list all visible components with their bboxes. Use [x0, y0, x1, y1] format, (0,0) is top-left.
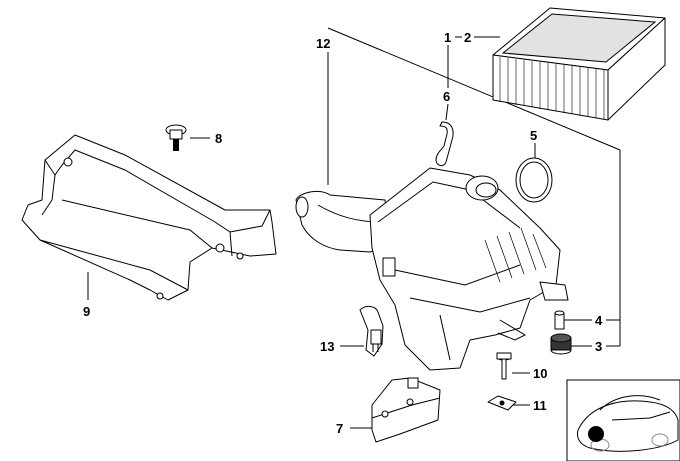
callout-4: 4	[595, 313, 603, 328]
temperature-sensor	[359, 305, 384, 357]
callout-12: 12	[316, 36, 330, 51]
location-marker	[588, 426, 604, 442]
clip-nut	[487, 395, 517, 411]
grommet	[554, 310, 565, 330]
callout-10: 10	[533, 366, 547, 381]
air-filter-element	[492, 7, 666, 121]
hose-clip	[435, 121, 454, 167]
screw	[496, 352, 512, 380]
callout-9: 9	[83, 304, 90, 319]
expanding-rivet	[165, 124, 187, 151]
callout-labels: 1 2 3 4 5 6 7 8 9 10 11 12 13	[83, 30, 603, 436]
mounting-bracket	[371, 377, 441, 443]
callout-2: 2	[464, 30, 471, 45]
callout-8: 8	[215, 131, 222, 146]
sealing-ring	[515, 157, 553, 203]
callout-7: 7	[336, 421, 343, 436]
callout-13: 13	[320, 339, 334, 354]
air-cleaner-housing	[369, 167, 569, 371]
callout-5: 5	[530, 128, 537, 143]
rubber-mount	[550, 333, 572, 355]
intake-shroud	[21, 134, 277, 301]
callout-1: 1	[444, 30, 451, 45]
callout-3: 3	[595, 339, 602, 354]
intake-hose	[295, 190, 391, 253]
callout-11: 11	[533, 398, 547, 413]
vehicle-locator-thumbnail	[566, 379, 680, 461]
callout-6: 6	[443, 89, 450, 104]
leader-lines	[87, 27, 621, 429]
